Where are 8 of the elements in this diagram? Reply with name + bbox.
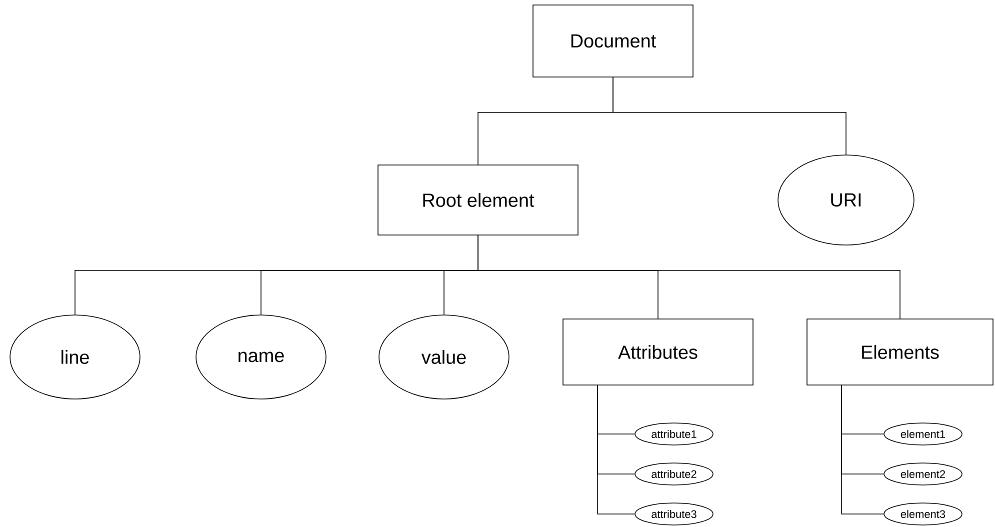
connector-line xyxy=(478,235,900,319)
box: Elements xyxy=(806,318,994,386)
connector-line xyxy=(597,385,635,514)
connector-line xyxy=(612,77,846,155)
connector-line xyxy=(841,385,884,514)
box: Attributes xyxy=(562,318,754,386)
box: Document xyxy=(532,4,694,78)
box: Root element xyxy=(378,164,578,236)
